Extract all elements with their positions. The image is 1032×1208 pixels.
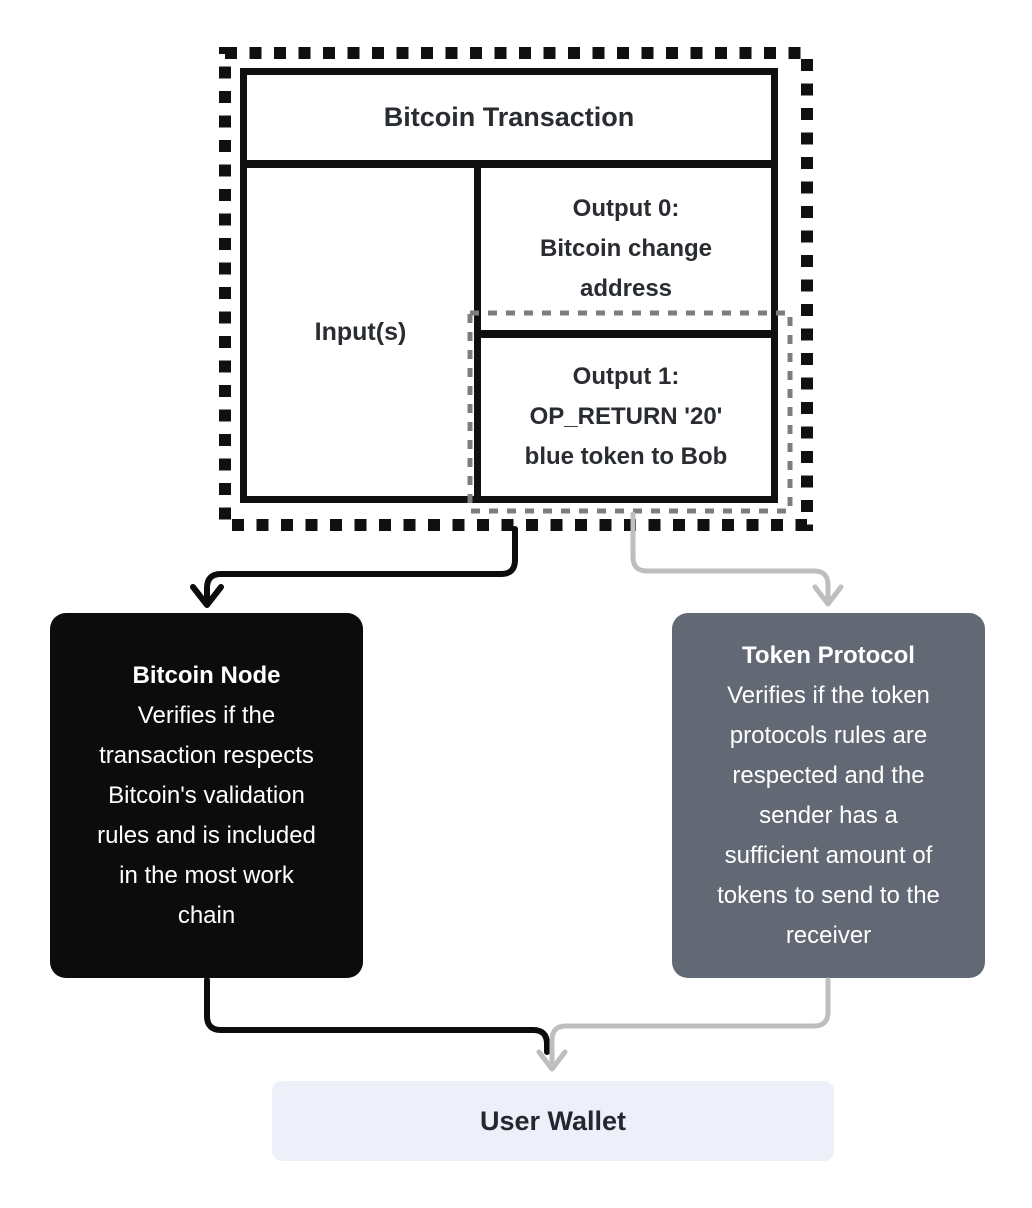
- output1-line: OP_RETURN '20': [529, 403, 723, 430]
- line-bitcoin-node-to-wallet: [204, 977, 550, 1055]
- token-protocol-text-line: protocols rules are: [729, 721, 928, 749]
- output0-cell: Output 0: Bitcoin change address: [481, 168, 771, 338]
- bitcoin-transaction-box: Bitcoin Transaction Input(s) Output 0: B…: [240, 68, 778, 503]
- arrow-output1-to-token-protocol: [630, 511, 831, 601]
- bitcoin-node-text-line: chain: [177, 901, 236, 929]
- output1-cell: Output 1: OP_RETURN '20' blue token to B…: [481, 338, 771, 496]
- output1-line: Output 1:: [572, 363, 680, 390]
- transaction-title: Bitcoin Transaction: [247, 75, 771, 168]
- token-protocol-title: Token Protocol: [742, 641, 915, 669]
- arrowhead-user-wallet: [536, 1049, 568, 1072]
- token-protocol-box: Token Protocol Verifies if the token pro…: [672, 613, 985, 978]
- user-wallet-box: User Wallet: [272, 1081, 834, 1161]
- bitcoin-node-box: Bitcoin Node Verifies if the transaction…: [50, 613, 363, 978]
- token-protocol-text-line: Verifies if the token: [727, 681, 930, 709]
- bitcoin-node-title: Bitcoin Node: [132, 661, 281, 689]
- bitcoin-node-text-line: Bitcoin's validation: [108, 781, 305, 809]
- transaction-body: Input(s) Output 0: Bitcoin change addres…: [247, 168, 771, 496]
- arrowhead-bitcoin-node: [190, 584, 224, 608]
- bitcoin-node-text-line: rules and is included: [97, 821, 316, 849]
- output0-line: Output 0:: [572, 195, 680, 222]
- token-protocol-text-line: sender has a: [759, 801, 898, 829]
- bitcoin-node-text-line: in the most work: [119, 861, 294, 889]
- inputs-cell: Input(s): [247, 168, 481, 496]
- arrowhead-token-protocol: [812, 584, 844, 607]
- token-protocol-text-line: respected and the: [732, 761, 925, 789]
- output1-line: blue token to Bob: [524, 443, 728, 470]
- outputs-column: Output 0: Bitcoin change address Output …: [481, 168, 771, 496]
- output0-line: address: [579, 275, 673, 302]
- bitcoin-node-text-line: Verifies if the: [137, 701, 276, 729]
- user-wallet-label: User Wallet: [479, 1105, 627, 1136]
- line-token-protocol-to-wallet: [549, 977, 831, 1065]
- token-protocol-text-line: tokens to send to the: [717, 881, 940, 909]
- bitcoin-node-text-line: transaction respects: [99, 741, 314, 769]
- output0-line: Bitcoin change: [539, 235, 713, 262]
- token-protocol-text-line: receiver: [785, 921, 872, 949]
- arrow-transaction-to-bitcoin-node: [204, 526, 518, 601]
- token-protocol-text-line: sufficient amount of: [724, 841, 933, 869]
